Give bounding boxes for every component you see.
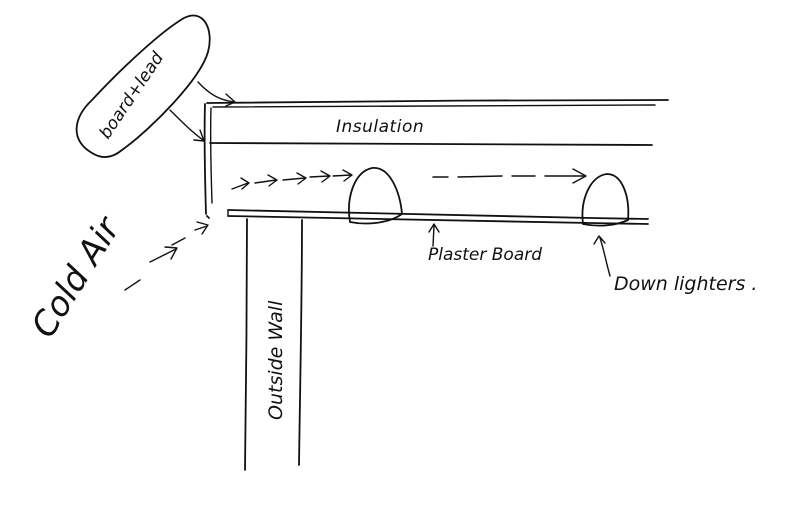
airflow-arrow-e bbox=[332, 169, 353, 182]
plaster-board-pointer bbox=[432, 225, 435, 247]
down-lighters bbox=[348, 167, 630, 227]
airflow-dash-2 bbox=[457, 175, 503, 178]
roof-top-line-2 bbox=[212, 104, 656, 108]
cold-air-dash-4 bbox=[124, 279, 141, 291]
airflow-arrows bbox=[231, 168, 587, 190]
board-arrow-side bbox=[169, 109, 204, 141]
cold-air-dash-3 bbox=[149, 248, 177, 263]
cold-air-dash-2 bbox=[171, 237, 186, 246]
outside-wall-left-edge bbox=[244, 218, 248, 471]
board-lead-ellipse bbox=[75, 14, 211, 159]
airflow-arrow-a bbox=[231, 177, 250, 190]
outside-wall: Outside Wall bbox=[244, 218, 303, 471]
down-lighter-2 bbox=[581, 173, 630, 227]
roof-structure bbox=[203, 99, 669, 225]
down-lighters-callout: Down lighters . bbox=[593, 235, 757, 295]
plaster-board-bottom bbox=[227, 215, 649, 225]
airflow-arrow-b bbox=[254, 174, 278, 187]
plaster-board-top bbox=[227, 209, 649, 220]
outside-wall-label: Outside Wall bbox=[265, 300, 287, 420]
board-arrow-top bbox=[197, 81, 235, 103]
fascia-outer bbox=[203, 103, 207, 215]
down-lighters-label: Down lighters . bbox=[614, 273, 757, 295]
board-lead-label: board+lead bbox=[96, 49, 169, 143]
plaster-board-label: Plaster Board bbox=[428, 245, 542, 265]
fascia-inner bbox=[209, 107, 213, 204]
airflow-arrow-head-right bbox=[572, 168, 587, 184]
airflow-arrow-d bbox=[309, 170, 331, 183]
airflow-arrow-c bbox=[282, 172, 307, 185]
cold-air-label: Cold Air bbox=[24, 209, 130, 345]
plaster-board-callout: Plaster Board bbox=[428, 223, 542, 265]
down-lighters-pointer-head bbox=[593, 235, 606, 245]
down-lighter-1 bbox=[348, 167, 403, 225]
cold-air-head-1 bbox=[196, 221, 209, 235]
insulation-label: Insulation bbox=[336, 117, 424, 137]
cold-air-head-2 bbox=[164, 246, 178, 260]
down-lighters-pointer bbox=[599, 237, 611, 277]
plaster-board-pointer-head bbox=[428, 223, 440, 233]
cold-air-dash-1 bbox=[194, 225, 208, 231]
insulation-lower-line bbox=[209, 142, 653, 146]
cold-air-flow: Cold Air bbox=[24, 209, 209, 345]
roof-top-line bbox=[206, 99, 669, 104]
soffit-gap-dot bbox=[206, 215, 210, 219]
outside-wall-right-edge bbox=[298, 219, 303, 466]
